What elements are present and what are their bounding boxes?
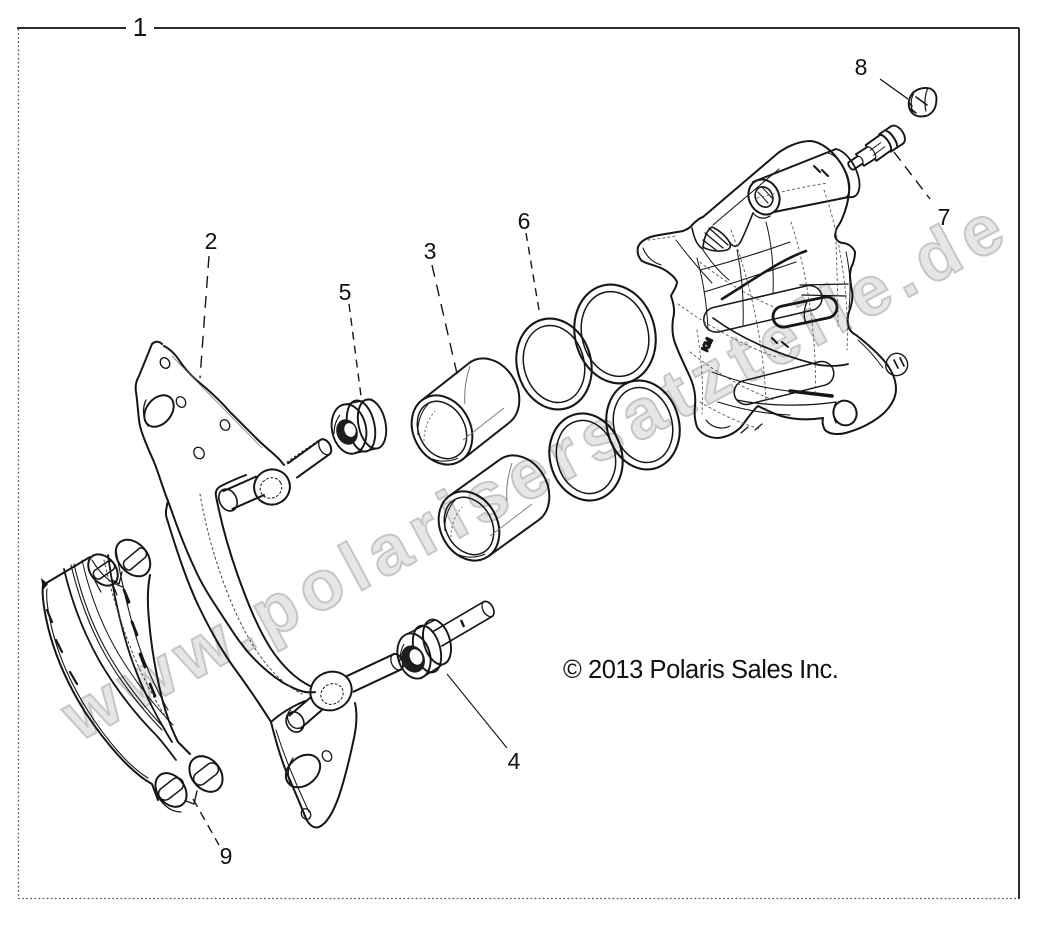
svg-text:2: 2 bbox=[205, 228, 218, 254]
svg-text:3: 3 bbox=[424, 238, 437, 264]
svg-text:5: 5 bbox=[339, 279, 352, 305]
svg-text:9: 9 bbox=[220, 843, 233, 869]
svg-text:7: 7 bbox=[938, 204, 951, 230]
svg-text:6: 6 bbox=[518, 208, 531, 234]
svg-text:© 2013 Polaris Sales Inc.: © 2013 Polaris Sales Inc. bbox=[563, 656, 838, 684]
svg-text:1: 1 bbox=[133, 12, 147, 42]
svg-text:4: 4 bbox=[508, 748, 521, 774]
svg-text:8: 8 bbox=[855, 54, 868, 80]
